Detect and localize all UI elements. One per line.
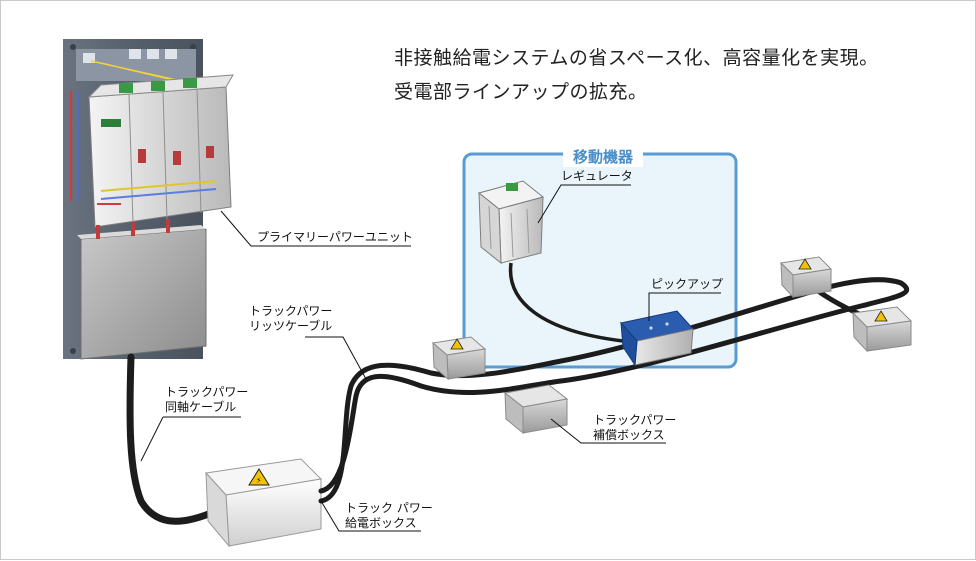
compensation-box-label-line-2: 補償ボックス	[593, 428, 665, 442]
coax-cable	[126, 353, 220, 525]
primary-enclosure-box	[77, 219, 207, 360]
coax-cable-label-line-1: トラックパワー	[165, 385, 249, 399]
headline-line-1: 非接触給電システムの省スペース化、高容量化を実現。	[394, 47, 879, 69]
feed-box: ⚡	[204, 458, 323, 548]
compensation-box-label: トラックパワー 補償ボックス	[593, 413, 676, 443]
coax-cable-label-line-2: 同軸ケーブル	[165, 400, 237, 414]
compensation-box-center	[503, 384, 569, 435]
feed-box-label-line-2: 給電ボックス	[345, 516, 417, 530]
coax-cable-label: トラックパワー 同軸ケーブル	[165, 385, 248, 415]
feed-box-label-line-1: トラック パワー	[345, 501, 433, 515]
compensation-box-left	[431, 336, 487, 381]
compensation-box-top-right	[779, 256, 833, 299]
headline-line-2: 受電部ラインアップの拡充。	[394, 81, 648, 103]
litz-cable-label-line-1: トラックパワー	[249, 304, 333, 318]
leader-lines	[140, 184, 721, 532]
litz-cable-label: トラックパワー リッツケーブル	[249, 304, 332, 334]
litz-cable-label-line-2: リッツケーブル	[249, 319, 333, 333]
pickup-label: ピックアップ	[651, 277, 724, 291]
litz-cable-lower	[318, 280, 910, 494]
regulator-cable	[508, 262, 624, 343]
primary-unit-label: プライマリーパワーユニット	[257, 230, 413, 244]
compensation-box-right	[851, 306, 913, 353]
headline: 非接触給電システムの省スペース化、高容量化を実現。 受電部ラインアップの拡充。	[394, 41, 879, 109]
feed-box-label: トラック パワー 給電ボックス	[345, 501, 433, 531]
svg-text:⚡: ⚡	[256, 476, 262, 485]
regulator-unit	[477, 180, 545, 265]
regulator-label: レギュレータ	[561, 169, 633, 183]
pickup-unit	[620, 310, 694, 367]
mobile-equipment-title: 移動機器	[563, 146, 644, 167]
power-modules	[87, 74, 234, 228]
compensation-box-label-line-1: トラックパワー	[593, 413, 677, 427]
